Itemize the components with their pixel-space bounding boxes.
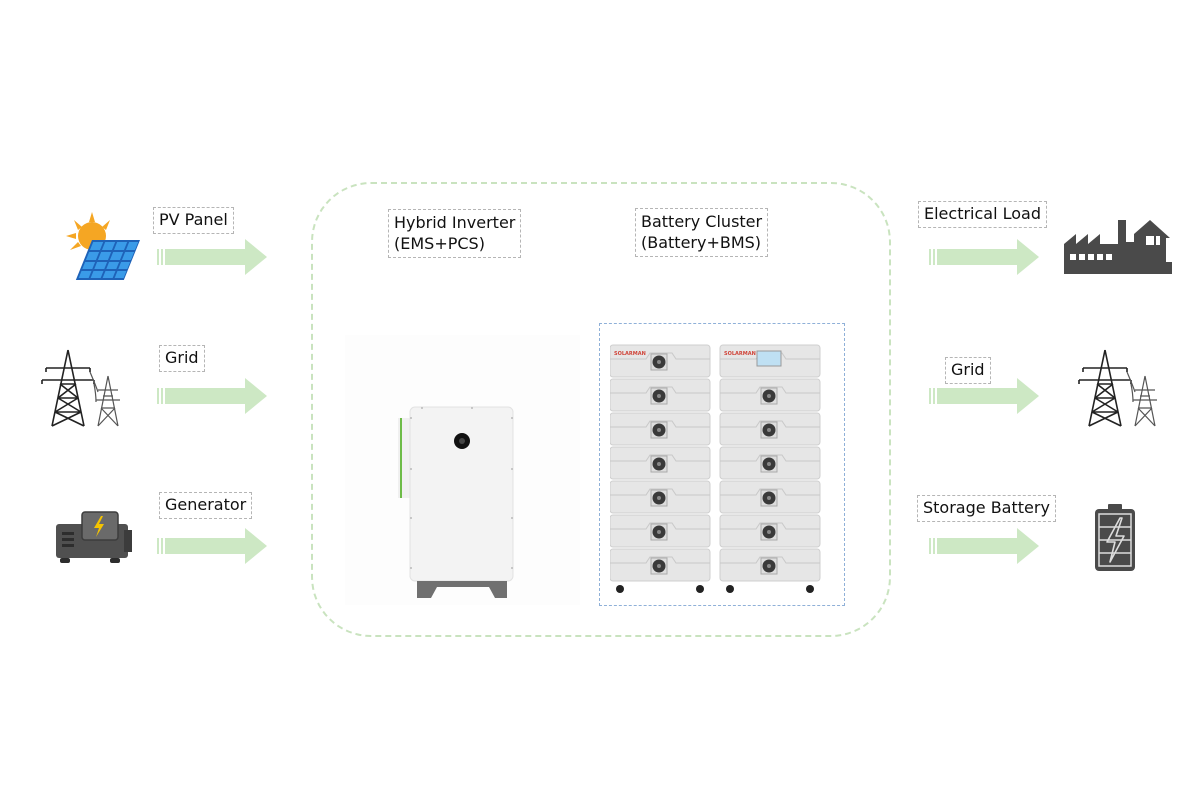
arrow-right-icon — [157, 239, 267, 275]
generator-icon — [56, 511, 132, 563]
caster-wheel — [726, 585, 734, 593]
pv-panel-label: PV Panel — [153, 207, 234, 234]
storage-battery-label: Storage Battery — [917, 495, 1056, 522]
battery-cluster-box — [599, 323, 845, 606]
battery-cluster-label: Battery Cluster (Battery+BMS) — [635, 208, 769, 257]
solar-panel-icon — [66, 212, 140, 280]
hybrid-inverter-label: Hybrid Inverter (EMS+PCS) — [388, 209, 522, 258]
arrow-right-icon — [929, 239, 1039, 275]
cluster-subtitle: (Battery+BMS) — [641, 233, 762, 252]
arrow-right-icon — [929, 378, 1039, 414]
hybrid-inverter-image — [398, 406, 514, 598]
arrow-right-icon — [157, 378, 267, 414]
caster-wheel — [696, 585, 704, 593]
brand-logo: SOLARMAN — [614, 351, 646, 357]
battery-cluster-image: SOLARMAN SOLARMAN — [610, 344, 821, 593]
battery-icon — [1095, 504, 1135, 571]
grid-output-label: Grid — [945, 357, 991, 384]
power-tower-icon — [1075, 348, 1175, 428]
caster-wheel — [806, 585, 814, 593]
arrow-right-icon — [929, 528, 1039, 564]
power-tower-icon — [38, 348, 138, 428]
generator-label: Generator — [159, 492, 253, 519]
arrow-right-icon — [157, 528, 267, 564]
energy-storage-system-boundary — [311, 182, 891, 637]
brand-logo: SOLARMAN — [724, 351, 756, 357]
electrical-load-label: Electrical Load — [918, 201, 1048, 228]
inverter-subtitle: (EMS+PCS) — [394, 234, 485, 253]
inverter-title: Hybrid Inverter — [394, 213, 516, 232]
grid-input-label: Grid — [159, 345, 205, 372]
bms-display — [756, 350, 782, 367]
cluster-title: Battery Cluster — [641, 212, 763, 231]
factory-house-icon — [1064, 220, 1172, 274]
caster-wheel — [616, 585, 624, 593]
